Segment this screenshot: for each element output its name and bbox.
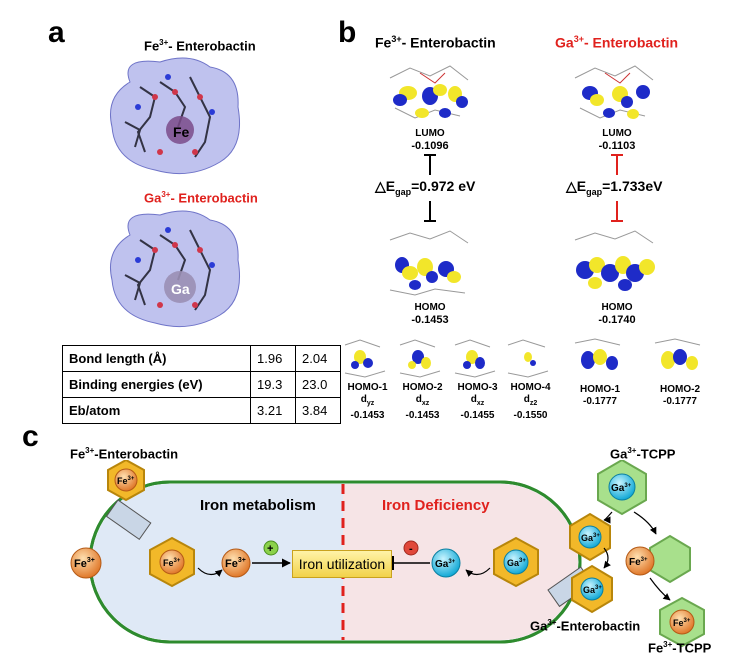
- fe-lower-homo-orbitals: [344, 339, 549, 378]
- svg-text:Ga3+: Ga3+: [507, 558, 526, 568]
- homo-level-label: HOMO-2-0.1777: [660, 384, 700, 407]
- fe-gap-label: △Egap=0.972 eV: [375, 178, 476, 197]
- fe-gap-bracket: [424, 154, 436, 222]
- svg-text:Fe3+: Fe3+: [673, 618, 691, 628]
- ga-enterobactin-structure: Ga: [110, 210, 241, 328]
- row-label: Binding energies (eV): [62, 371, 251, 398]
- panel-a-fe-title: Fe3+- Enterobactin: [144, 38, 256, 54]
- svg-text:Ga3+: Ga3+: [583, 585, 602, 595]
- fe-homo-label: HOMO: [414, 302, 446, 313]
- ga-ion: [431, 548, 461, 578]
- panel-c-letter: c: [22, 420, 39, 453]
- ga-lumo-value: -0.1103: [598, 140, 636, 152]
- svg-text:Fe3+: Fe3+: [117, 476, 135, 486]
- svg-text:Fe3+: Fe3+: [629, 557, 648, 568]
- fe-tcpp-label: Fe3+-TCPP: [648, 640, 712, 656]
- row-label: Eb/atom: [62, 397, 251, 424]
- iron-deficiency-label: Iron Deficiency: [382, 497, 490, 514]
- iron-metabolism-label: Iron metabolism: [200, 497, 316, 514]
- panel-b-letter: b: [338, 16, 357, 49]
- fe-homo-orbital: [389, 230, 469, 296]
- ga-lumo-label: LUMO: [602, 128, 632, 139]
- ga-value: 23.0: [295, 371, 341, 398]
- empty-tcpp-hexagon: [649, 534, 691, 584]
- fe-lumo-orbital: [389, 65, 469, 119]
- ga-homo-value: -0.1740: [598, 314, 636, 326]
- ga-gap-bracket: [611, 154, 623, 222]
- panel-a-letter: a: [48, 16, 65, 49]
- panel-b-fe-title: Fe3+- Enterobactin: [375, 34, 496, 51]
- ga-enterobactin-label: Ga3+-Enterobactin: [530, 618, 641, 634]
- ga-lower-homo-labels: HOMO-1-0.1777 HOMO-2-0.1777: [570, 384, 720, 414]
- row-label: Bond length (Å): [62, 345, 251, 372]
- fe-atom-label: Fe: [173, 124, 190, 140]
- plus-sign: +: [267, 543, 273, 555]
- fe-homo-value: -0.1453: [411, 314, 449, 326]
- fe-ion-free-right: [625, 546, 655, 576]
- homo-level-label: HOMO-1-0.1777: [580, 384, 620, 407]
- fe-lumo-value: -0.1096: [411, 140, 449, 152]
- ga-value: 3.84: [295, 397, 341, 424]
- fe-value: 3.21: [250, 397, 296, 424]
- fe-lumo-label: LUMO: [415, 128, 445, 139]
- released-fe-ion: [221, 548, 251, 578]
- free-fe-ion: [70, 547, 102, 579]
- fe-enterobactin-label: Fe3+-Enterobactin: [70, 446, 179, 462]
- ga-value: 2.04: [295, 345, 341, 372]
- ga-homo-label: HOMO: [601, 302, 633, 313]
- fe-value: 1.96: [250, 345, 296, 372]
- ga-gap-label: △Egap=1.733eV: [566, 178, 663, 197]
- svg-text:Ga3+: Ga3+: [611, 483, 632, 494]
- svg-text:Ga3+: Ga3+: [435, 559, 456, 570]
- fe-ion-circle: [114, 468, 138, 492]
- iron-metabolism-region: [92, 484, 343, 640]
- ga-lumo-orbital: [574, 65, 654, 119]
- ga-lower-homo-orbitals: [574, 338, 701, 370]
- iron-utilization-box: Iron utilization: [292, 550, 392, 578]
- svg-text:Fe3+: Fe3+: [163, 558, 181, 568]
- transporter-left: [105, 499, 152, 541]
- fe-enterobactin-structure: Fe: [110, 57, 241, 175]
- panel-b-ga-title: Ga3+- Enterobactin: [555, 34, 679, 51]
- svg-text:Ga3+: Ga3+: [581, 533, 600, 543]
- ga-atom-label: Ga: [171, 281, 190, 297]
- ga-tcpp-label: Ga3+-TCPP: [610, 446, 676, 462]
- panel-a-ga-title: Ga3+- Enterobactin: [144, 190, 258, 206]
- minus-sign: -: [409, 543, 413, 555]
- iron-deficiency-region: [343, 484, 578, 640]
- fe-value: 19.3: [250, 371, 296, 398]
- ga-homo-orbital: [574, 230, 655, 291]
